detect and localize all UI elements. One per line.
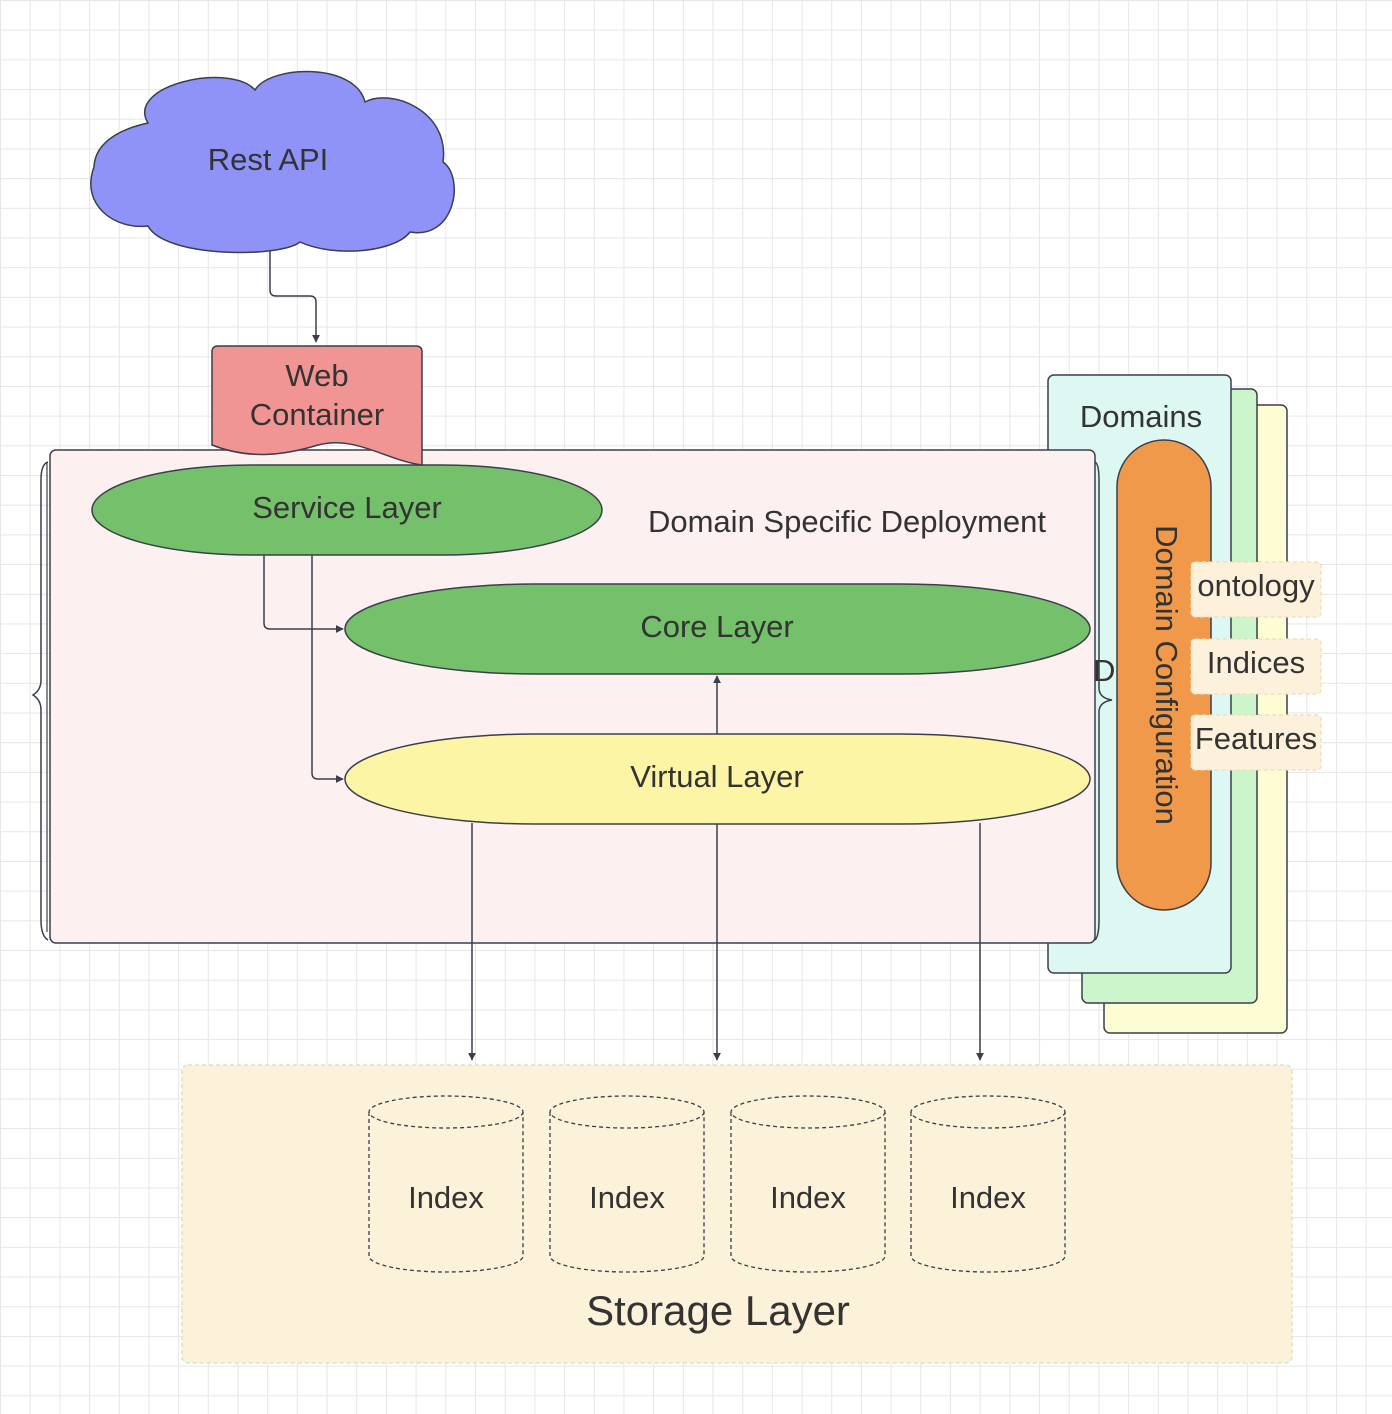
index-cylinder-3[interactable]: Index [730, 1095, 886, 1273]
index-label-4: Index [950, 1180, 1026, 1215]
virtual-layer-oval[interactable] [344, 733, 1091, 825]
domain-configuration-label: Domain Configuration [1149, 525, 1184, 825]
connector-api-to-web [269, 246, 320, 343]
deployment-left-brace [31, 461, 49, 941]
virtual-layer-label: Virtual Layer [630, 759, 803, 794]
item-ontology-box[interactable] [1190, 561, 1322, 618]
web-container-shape[interactable] [211, 345, 423, 466]
item-ontology-label: ontology [1197, 568, 1315, 603]
domains-label: Domains [1080, 399, 1202, 434]
rest-api-cloud[interactable] [90, 70, 455, 254]
item-indices-box[interactable] [1190, 638, 1322, 695]
connector-service-to-virtual [311, 555, 344, 783]
item-indices-label: Indices [1207, 645, 1305, 680]
rest-api-label: Rest API [208, 142, 329, 177]
deployment-right-brace [1094, 461, 1113, 941]
deployment-label: Domain Specific Deployment [648, 504, 1046, 539]
connector-service-to-core [263, 555, 344, 633]
service-layer-label: Service Layer [252, 490, 442, 525]
web-container-label-line2: Container [250, 397, 384, 432]
index-cylinder-1[interactable]: Index [368, 1095, 524, 1273]
core-layer-label: Core Layer [640, 609, 793, 644]
item-features-label: Features [1195, 721, 1317, 756]
storage-layer-label: Storage Layer [586, 1287, 850, 1334]
index-cylinder-2[interactable]: Index [549, 1095, 705, 1273]
index-label-1: Index [408, 1180, 484, 1215]
index-label-3: Index [770, 1180, 846, 1215]
index-label-2: Index [589, 1180, 665, 1215]
web-container-label-line1: Web [285, 358, 348, 393]
core-layer-oval[interactable] [344, 583, 1091, 675]
service-layer-oval[interactable] [91, 464, 603, 556]
item-features-box[interactable] [1190, 714, 1322, 771]
index-cylinder-4[interactable]: Index [910, 1095, 1066, 1273]
